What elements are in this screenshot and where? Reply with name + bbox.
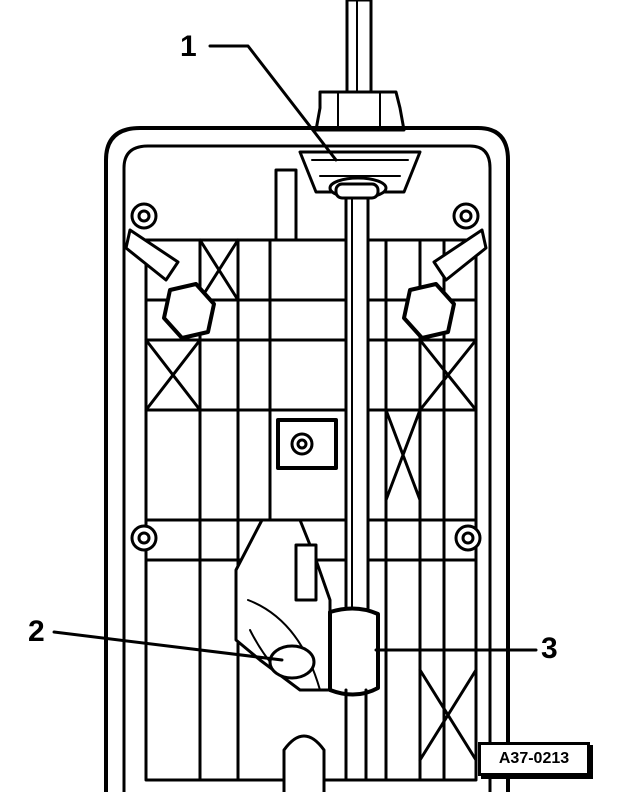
callout-label-3: 3	[541, 632, 558, 665]
callout-label-1: 1	[180, 30, 197, 63]
selector-lever	[234, 518, 332, 692]
callout-label-2: 2	[28, 615, 45, 648]
figure-reference-code: A37-0213	[478, 742, 590, 776]
leader-lines	[52, 44, 538, 662]
rod-end-bearing	[328, 606, 380, 782]
bottom-arch	[282, 734, 326, 792]
selector-rod	[334, 182, 380, 632]
mounting-holes	[124, 202, 488, 552]
base-plate	[104, 126, 510, 792]
center-block	[276, 418, 338, 470]
hex-boss-left	[162, 282, 216, 340]
top-shaft	[314, 0, 406, 132]
hex-boss-right	[402, 282, 456, 340]
